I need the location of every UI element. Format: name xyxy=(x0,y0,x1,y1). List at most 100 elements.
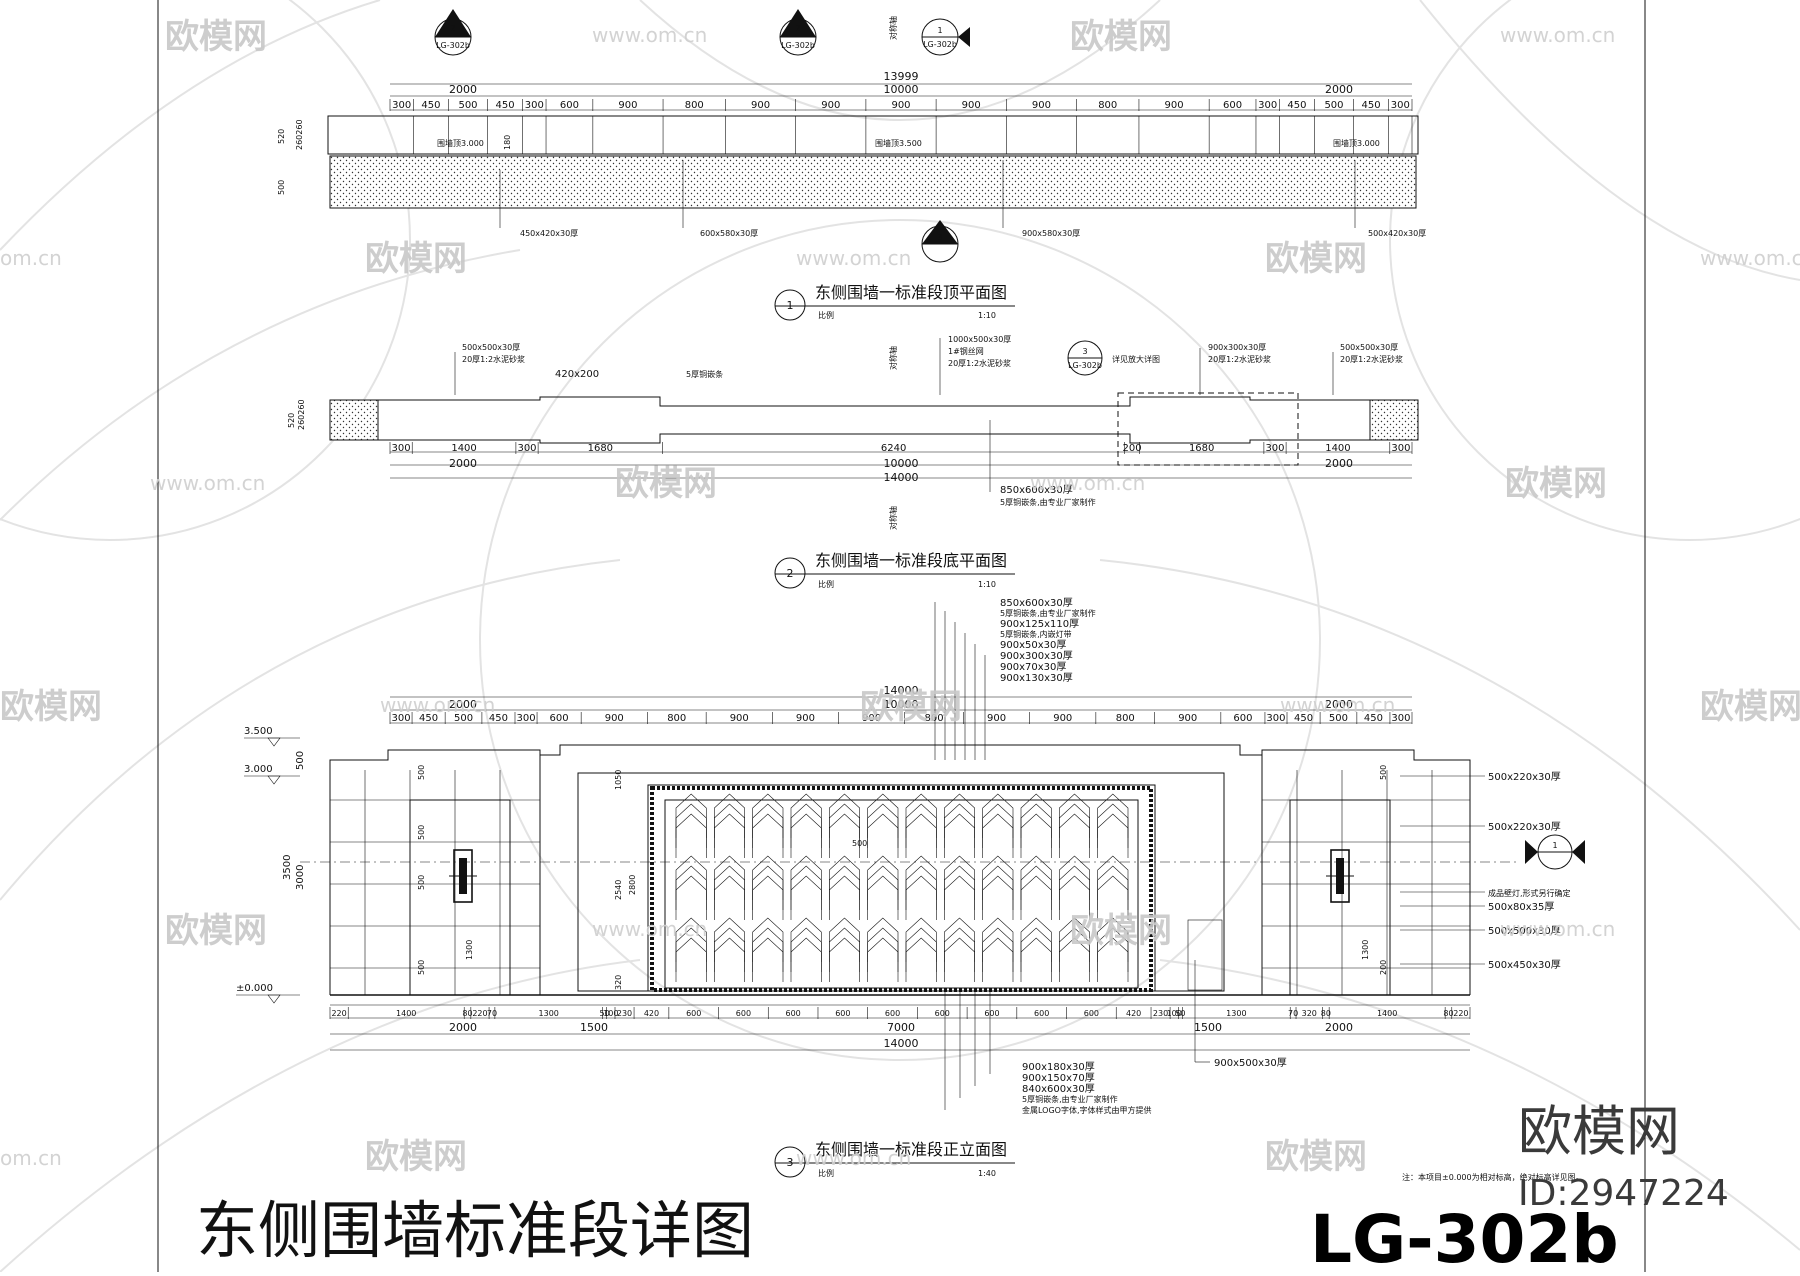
svg-text:900x150x70厚: 900x150x70厚 xyxy=(1022,1072,1095,1084)
chevron-motif xyxy=(790,865,822,910)
dim-label: 1300 xyxy=(539,1009,559,1018)
svg-text:1050: 1050 xyxy=(614,770,623,790)
plan2-wall-outline xyxy=(329,396,1419,444)
svg-text:3.500: 3.500 xyxy=(244,726,273,737)
svg-text:欧模网: 欧模网 xyxy=(860,687,962,727)
chevron-motif xyxy=(1097,803,1129,848)
svg-text:260260: 260260 xyxy=(295,119,304,150)
chevron-motif xyxy=(1020,875,1052,920)
dim-label: 600 xyxy=(550,713,569,724)
chevron-motif xyxy=(1020,865,1052,910)
dim-label: 80 xyxy=(1443,1009,1453,1018)
dim-label: 450 xyxy=(496,100,515,111)
elevation-callouts-top: 850x600x30厚 5厚铜嵌条,由专业厂家制作 900x125x110厚 5… xyxy=(934,597,1096,760)
dim-label: 450 xyxy=(1364,713,1383,724)
dim-label: 600 xyxy=(835,1009,850,1018)
elevation-vertical-dimensions: 500 500 500 500 1300 1050 2540 2800 320 … xyxy=(417,765,1388,990)
svg-text:1#钢丝网: 1#钢丝网 xyxy=(948,346,984,356)
svg-text:500: 500 xyxy=(417,765,426,780)
svg-text:500x500x30厚: 500x500x30厚 xyxy=(462,343,520,352)
svg-text:900x70x30厚: 900x70x30厚 xyxy=(1000,661,1066,673)
dim-label: 450 xyxy=(419,713,438,724)
dim-label: 420 xyxy=(644,1009,659,1018)
dim-label: 200 xyxy=(1123,443,1142,454)
chevron-motif xyxy=(944,855,975,900)
dim-label: 300 xyxy=(392,100,411,111)
svg-text:成品壁灯,形式另行确定: 成品壁灯,形式另行确定 xyxy=(1488,888,1571,898)
svg-text:14000: 14000 xyxy=(884,684,919,697)
chevron-motif xyxy=(905,793,937,838)
dim-label: 900 xyxy=(1032,100,1051,111)
wall-cap-band xyxy=(327,115,1419,155)
svg-text:20厚1:2水泥砂浆: 20厚1:2水泥砂浆 xyxy=(1340,354,1403,364)
view-1-top-plan: 2 LG-302b 2 LG-302b 1 LG-302b 对称轴 13999 xyxy=(277,9,1426,321)
svg-text:详见放大详图: 详见放大详图 xyxy=(1112,354,1160,364)
svg-text:5厚铜嵌条,由专业厂家制作: 5厚铜嵌条,由专业厂家制作 xyxy=(1000,608,1096,618)
dim-label: 900 xyxy=(1165,100,1184,111)
svg-text:比例: 比例 xyxy=(818,1168,834,1178)
svg-text:欧模网: 欧模网 xyxy=(1070,17,1172,57)
chevron-motif xyxy=(829,813,860,858)
chevron-motif xyxy=(675,855,707,900)
dim-label: 1400 xyxy=(1325,443,1350,454)
chevron-motif xyxy=(752,917,784,962)
chevron-motif xyxy=(790,793,822,838)
svg-text:840x600x30厚: 840x600x30厚 xyxy=(1022,1083,1095,1095)
dim-label: 900 xyxy=(796,713,815,724)
svg-text:500x450x30厚: 500x450x30厚 xyxy=(1488,959,1561,971)
svg-text:2000: 2000 xyxy=(449,1021,477,1034)
chevron-motif xyxy=(1020,917,1052,962)
svg-text:320: 320 xyxy=(614,975,623,990)
svg-text:900x180x30厚: 900x180x30厚 xyxy=(1022,1061,1095,1073)
chevron-motif xyxy=(905,855,937,900)
chevron-motif xyxy=(982,803,1014,848)
svg-text:2000: 2000 xyxy=(449,457,477,470)
svg-text:2000: 2000 xyxy=(1325,1021,1353,1034)
chevron-motif xyxy=(1059,855,1090,900)
chevron-motif xyxy=(1097,855,1129,900)
svg-text:500: 500 xyxy=(417,825,426,840)
svg-text:850x600x30厚: 850x600x30厚 xyxy=(1000,597,1073,609)
chevron-motif xyxy=(790,937,822,982)
chevron-motif xyxy=(1020,937,1052,982)
chevron-motif xyxy=(829,793,860,838)
view-title: 3 东侧围墙一标准段正立面图 比例 1:40 xyxy=(774,1140,1015,1178)
svg-text:10000: 10000 xyxy=(884,457,919,470)
chevron-motif xyxy=(905,917,937,962)
chevron-motif xyxy=(982,793,1014,838)
chevron-motif xyxy=(1059,917,1090,962)
chevron-motif xyxy=(752,865,784,910)
dim-label: 300 xyxy=(1391,100,1410,111)
svg-text:LG-302b: LG-302b xyxy=(781,41,815,50)
dim-label: 450 xyxy=(1361,100,1380,111)
dim-label: 500 xyxy=(454,713,473,724)
dim-label: 70 xyxy=(487,1009,497,1018)
chevron-motif xyxy=(752,803,784,848)
dim-label: 600 xyxy=(885,1009,900,1018)
section-marker: 3 xyxy=(921,220,959,263)
svg-text:www.om.cn: www.om.cn xyxy=(796,1146,911,1170)
chevron-motif xyxy=(905,927,937,972)
dim-label: 500 xyxy=(1324,100,1343,111)
svg-text:围墙顶3.000: 围墙顶3.000 xyxy=(437,138,484,148)
dim-label: 800 xyxy=(685,100,704,111)
chevron-motif xyxy=(867,937,899,982)
dim-label: 230 xyxy=(1153,1009,1168,1018)
chevron-motif xyxy=(1020,803,1052,848)
svg-text:www.om.cn: www.om.cn xyxy=(592,917,707,941)
svg-text:14000: 14000 xyxy=(884,471,919,484)
svg-text:500x500x30厚: 500x500x30厚 xyxy=(1340,343,1398,352)
svg-text:对称轴: 对称轴 xyxy=(888,16,898,40)
watermark-layer: 欧模网 www.om.cn 欧模网 www.om.cn om.cn 欧模网 ww… xyxy=(0,17,1800,1177)
svg-text:比例: 比例 xyxy=(818,310,834,320)
svg-text:260260: 260260 xyxy=(297,399,306,430)
svg-text:500x420x30厚: 500x420x30厚 xyxy=(1368,229,1426,238)
chevron-motif xyxy=(752,813,784,858)
svg-text:东侧围墙一标准段底平面图: 东侧围墙一标准段底平面图 xyxy=(815,551,1007,570)
chevron-motif xyxy=(829,927,860,972)
chevron-motif xyxy=(675,937,707,982)
